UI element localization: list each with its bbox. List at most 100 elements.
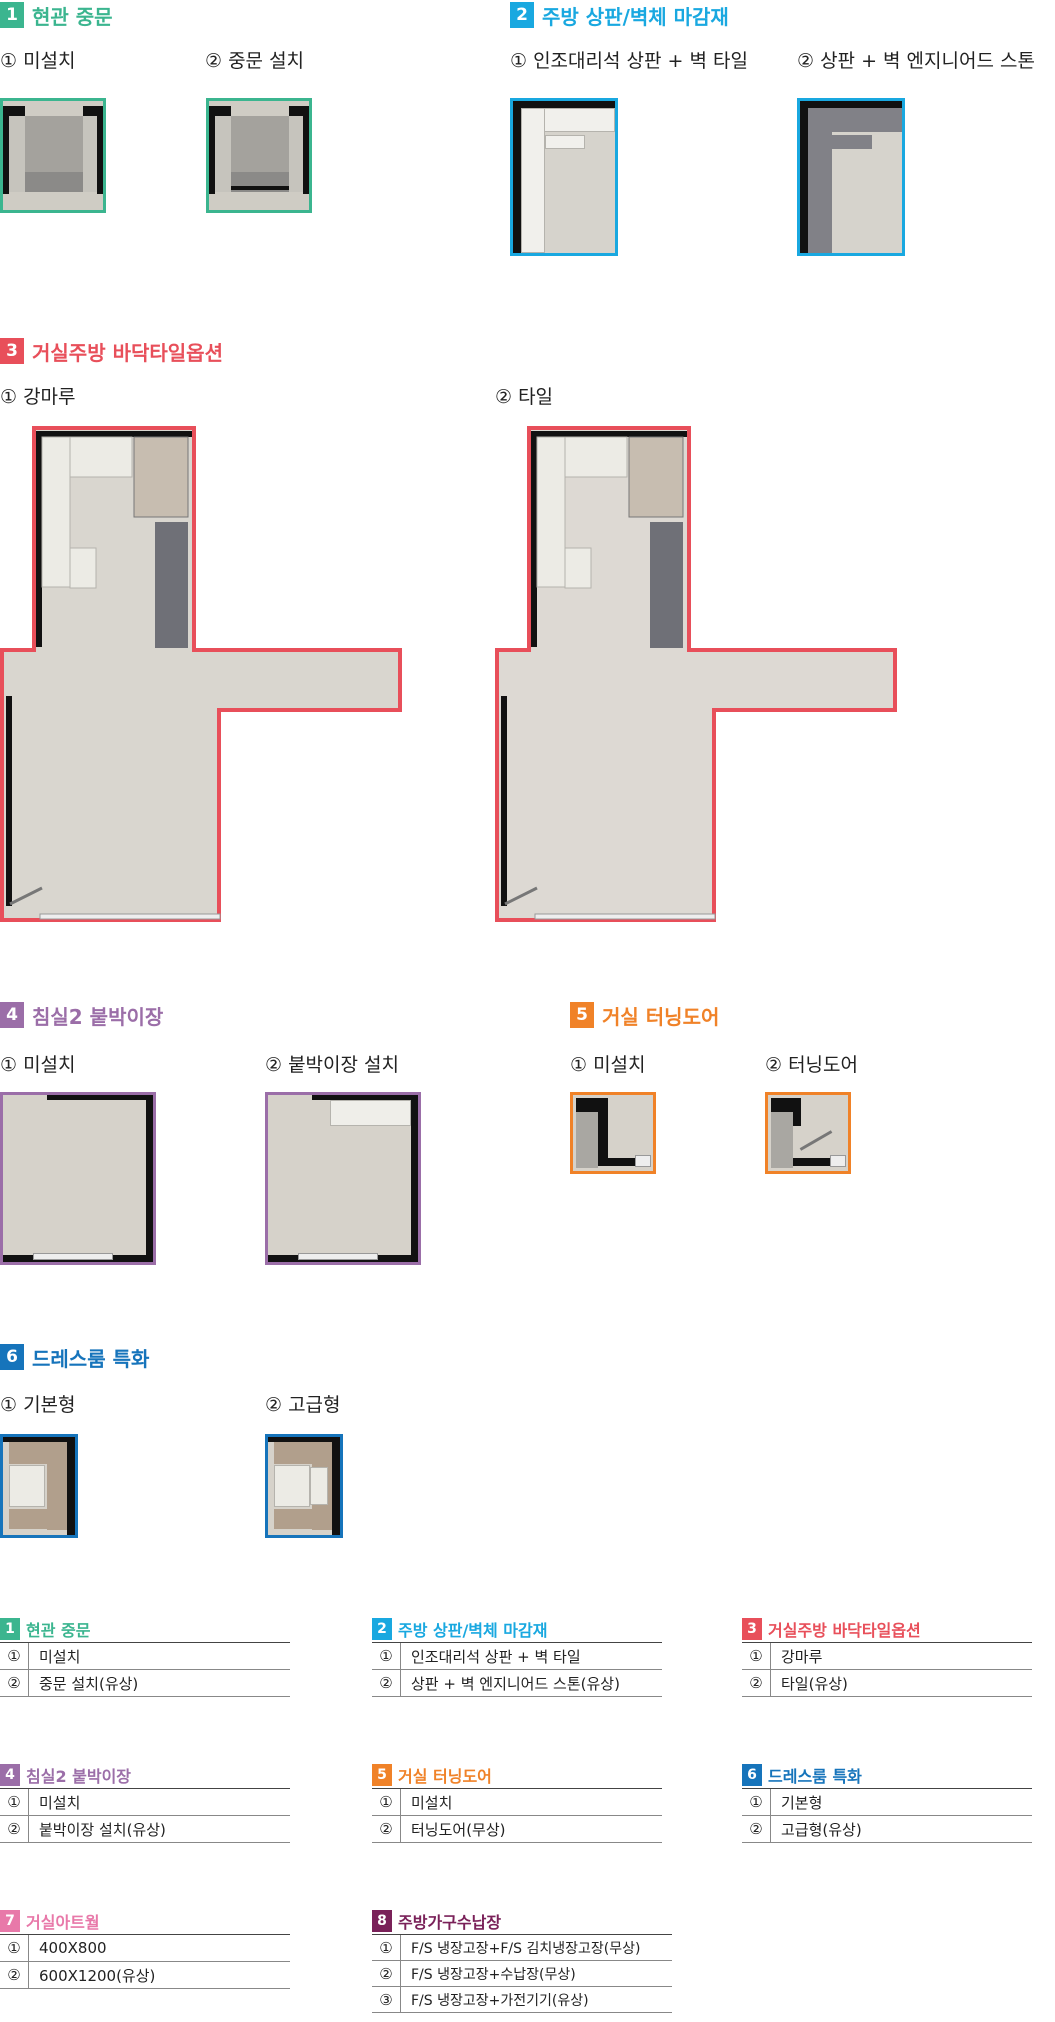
table-row: ② F/S 냉장고장+수납장(무상): [372, 1961, 672, 1987]
row-label: 인조대리석 상판 + 벽 타일: [411, 1647, 581, 1666]
living-plan-no-turning-door: [570, 1092, 656, 1174]
summary-table-4: 4 침실2 붙박이장 ① 미설치 ② 붙박이장 설치(유상): [0, 1762, 290, 1843]
row-label: 강마루: [781, 1647, 823, 1666]
table-row: ① 미설치: [0, 1643, 290, 1670]
table-number-badge: 7: [0, 1910, 20, 1932]
option-label: ② 타일: [495, 386, 554, 408]
section-2-header: 2 주방 상판/벽체 마감재: [510, 2, 729, 29]
bedroom2-plan-uninstalled: [0, 1092, 156, 1265]
section-number-badge: 2: [510, 2, 534, 28]
row-label: 터닝도어(무상): [411, 1820, 506, 1839]
table-row: ② 고급형(유상): [742, 1816, 1032, 1843]
dressroom-plan-premium: [265, 1434, 343, 1538]
section-4-header: 4 침실2 붙박이장: [0, 1002, 164, 1029]
living-plan-tile-floor: [495, 426, 897, 922]
option-label: ① 미설치: [570, 1054, 646, 1076]
option-label: ① 미설치: [0, 1054, 76, 1076]
row-label: 기본형: [781, 1793, 823, 1812]
row-number: ①: [372, 1789, 401, 1815]
section-title: 거실주방 바닥타일옵션: [32, 340, 223, 365]
row-label: 붙박이장 설치(유상): [39, 1820, 166, 1839]
row-number: ②: [372, 1670, 401, 1696]
option-label: ② 붙박이장 설치: [265, 1054, 399, 1076]
table-row: ② 붙박이장 설치(유상): [0, 1816, 290, 1843]
row-number: ①: [0, 1789, 29, 1815]
table-title: 거실주방 바닥타일옵션: [768, 1621, 921, 1640]
table-number-badge: 6: [742, 1764, 762, 1786]
row-number: ①: [0, 1643, 29, 1669]
row-label: 미설치: [39, 1647, 81, 1666]
table-row: ① 인조대리석 상판 + 벽 타일: [372, 1643, 662, 1670]
table-title: 거실아트월: [26, 1913, 100, 1932]
section-1-header: 1 현관 중문: [0, 2, 113, 29]
row-number: ①: [0, 1935, 29, 1961]
option-label: ① 기본형: [0, 1394, 76, 1416]
section-number-badge: 4: [0, 1002, 24, 1028]
table-number-badge: 2: [372, 1618, 392, 1640]
section-title: 거실 터닝도어: [602, 1004, 720, 1029]
row-label: F/S 냉장고장+수납장(무상): [411, 1966, 576, 1983]
row-number: ②: [742, 1816, 771, 1842]
row-number: ③: [372, 1987, 401, 2012]
option-label: ② 터닝도어: [765, 1054, 858, 1076]
dressroom-plan-basic: [0, 1434, 78, 1538]
table-title: 침실2 붙박이장: [26, 1767, 132, 1786]
kitchen-plan-engineered-stone: [797, 98, 905, 256]
section-3-header: 3 거실주방 바닥타일옵션: [0, 338, 223, 365]
row-label: 상판 + 벽 엔지니어드 스톤(유상): [411, 1674, 620, 1693]
row-number: ①: [372, 1643, 401, 1669]
section-6-header: 6 드레스룸 특화: [0, 1344, 150, 1371]
table-title: 거실 터닝도어: [398, 1767, 492, 1786]
section-number-badge: 6: [0, 1344, 24, 1370]
row-number: ①: [742, 1643, 771, 1669]
table-row: ② 600X1200(유상): [0, 1962, 290, 1989]
row-number: ①: [372, 1935, 401, 1960]
option-label: ① 미설치: [0, 50, 76, 72]
option-label: ② 중문 설치: [205, 50, 305, 72]
entrance-plan-uninstalled: [0, 98, 106, 213]
table-row: ② 상판 + 벽 엔지니어드 스톤(유상): [372, 1670, 662, 1697]
section-title: 드레스룸 특화: [32, 1346, 150, 1371]
row-number: ②: [0, 1962, 29, 1988]
section-title: 현관 중문: [32, 4, 113, 29]
row-label: 미설치: [411, 1793, 453, 1812]
option-label: ② 상판 + 벽 엔지니어드 스톤: [797, 50, 1035, 72]
row-number: ②: [0, 1670, 29, 1696]
row-label: 타일(유상): [781, 1674, 848, 1693]
section-number-badge: 3: [0, 338, 24, 364]
table-title: 주방 상판/벽체 마감재: [398, 1621, 548, 1640]
bedroom2-plan-wardrobe: [265, 1092, 421, 1265]
option-label: ① 인조대리석 상판 + 벽 타일: [510, 50, 748, 72]
section-5-header: 5 거실 터닝도어: [570, 1002, 720, 1029]
table-title: 드레스룸 특화: [768, 1767, 862, 1786]
table-row: ② 중문 설치(유상): [0, 1670, 290, 1697]
table-row: ① 미설치: [0, 1789, 290, 1816]
section-number-badge: 5: [570, 1002, 594, 1028]
row-number: ②: [0, 1816, 29, 1842]
section-number-badge: 1: [0, 2, 24, 28]
row-number: ②: [372, 1961, 401, 1986]
section-title: 침실2 붙박이장: [32, 1004, 164, 1029]
row-label: F/S 냉장고장+F/S 김치냉장고장(무상): [411, 1940, 641, 1957]
table-number-badge: 8: [372, 1910, 392, 1932]
summary-table-6: 6 드레스룸 특화 ① 기본형 ② 고급형(유상): [742, 1762, 1032, 1843]
table-row: ① 미설치: [372, 1789, 662, 1816]
row-number: ①: [742, 1789, 771, 1815]
section-title: 주방 상판/벽체 마감재: [542, 4, 729, 29]
row-label: 600X1200(유상): [39, 1966, 156, 1985]
table-number-badge: 3: [742, 1618, 762, 1640]
table-title: 현관 중문: [26, 1621, 91, 1640]
row-label: 중문 설치(유상): [39, 1674, 139, 1693]
table-row: ① 강마루: [742, 1643, 1032, 1670]
table-row: ② 타일(유상): [742, 1670, 1032, 1697]
table-number-badge: 4: [0, 1764, 20, 1786]
row-label: 미설치: [39, 1793, 81, 1812]
row-label: 고급형(유상): [781, 1820, 862, 1839]
row-number: ②: [742, 1670, 771, 1696]
living-plan-turning-door: [765, 1092, 851, 1174]
